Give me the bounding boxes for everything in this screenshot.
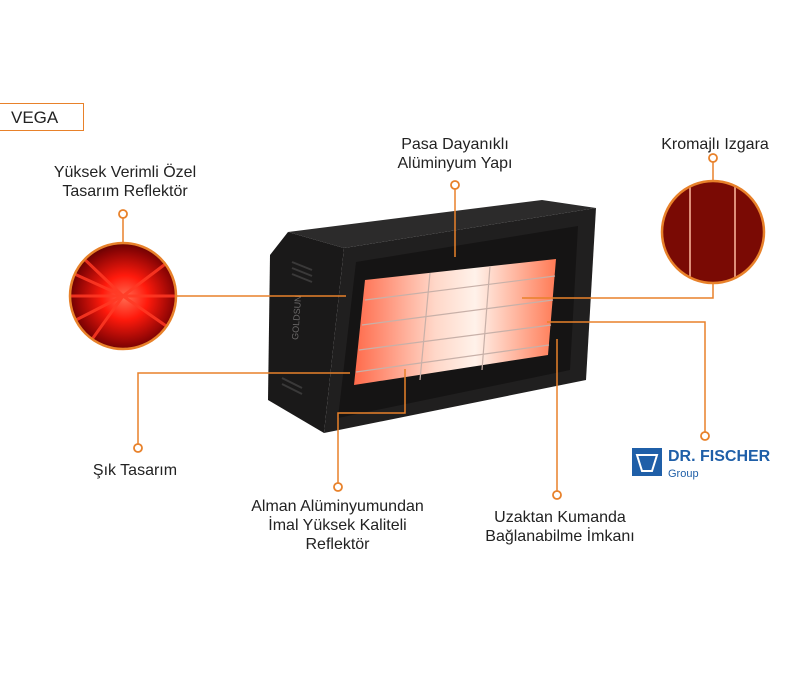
heating-element-panel <box>354 259 556 385</box>
heater: GOLDSUN <box>268 200 596 433</box>
model-tag: VEGA <box>0 103 84 131</box>
design-feature-label: Şık Tasarım <box>92 462 178 479</box>
brand-name: DR. FISCHER <box>668 448 771 465</box>
callout-dots <box>118 153 718 500</box>
callout-lines <box>122 158 714 495</box>
aluminum-feature-label: Alman Alüminyumundan İmal Yüksek Kalitel… <box>251 498 424 553</box>
grill-closeup <box>660 179 766 285</box>
heater-vents <box>281 261 313 395</box>
remote-feature-label: Uzaktan Kumanda Bağlanabilme İmkanı <box>485 509 635 545</box>
heater-top <box>288 200 596 248</box>
dr-fischer-logo: DR. FISCHER Group <box>632 448 771 480</box>
model-tag-label: VEGA <box>11 108 59 127</box>
heater-side-logo: GOLDSUN <box>290 295 303 340</box>
reflector-feature-label: Yüksek Verimli Özel Tasarım Reflektör <box>53 164 197 200</box>
heater-left-side <box>268 232 344 433</box>
reflector-closeup <box>68 241 178 351</box>
frame-feature-label: Pasa Dayanıklı Alüminyum Yapı <box>397 136 513 172</box>
heater-grill <box>355 265 556 381</box>
brand-sub: Group <box>668 468 699 480</box>
grill-feature-label: Kromajlı Izgara <box>661 136 769 153</box>
